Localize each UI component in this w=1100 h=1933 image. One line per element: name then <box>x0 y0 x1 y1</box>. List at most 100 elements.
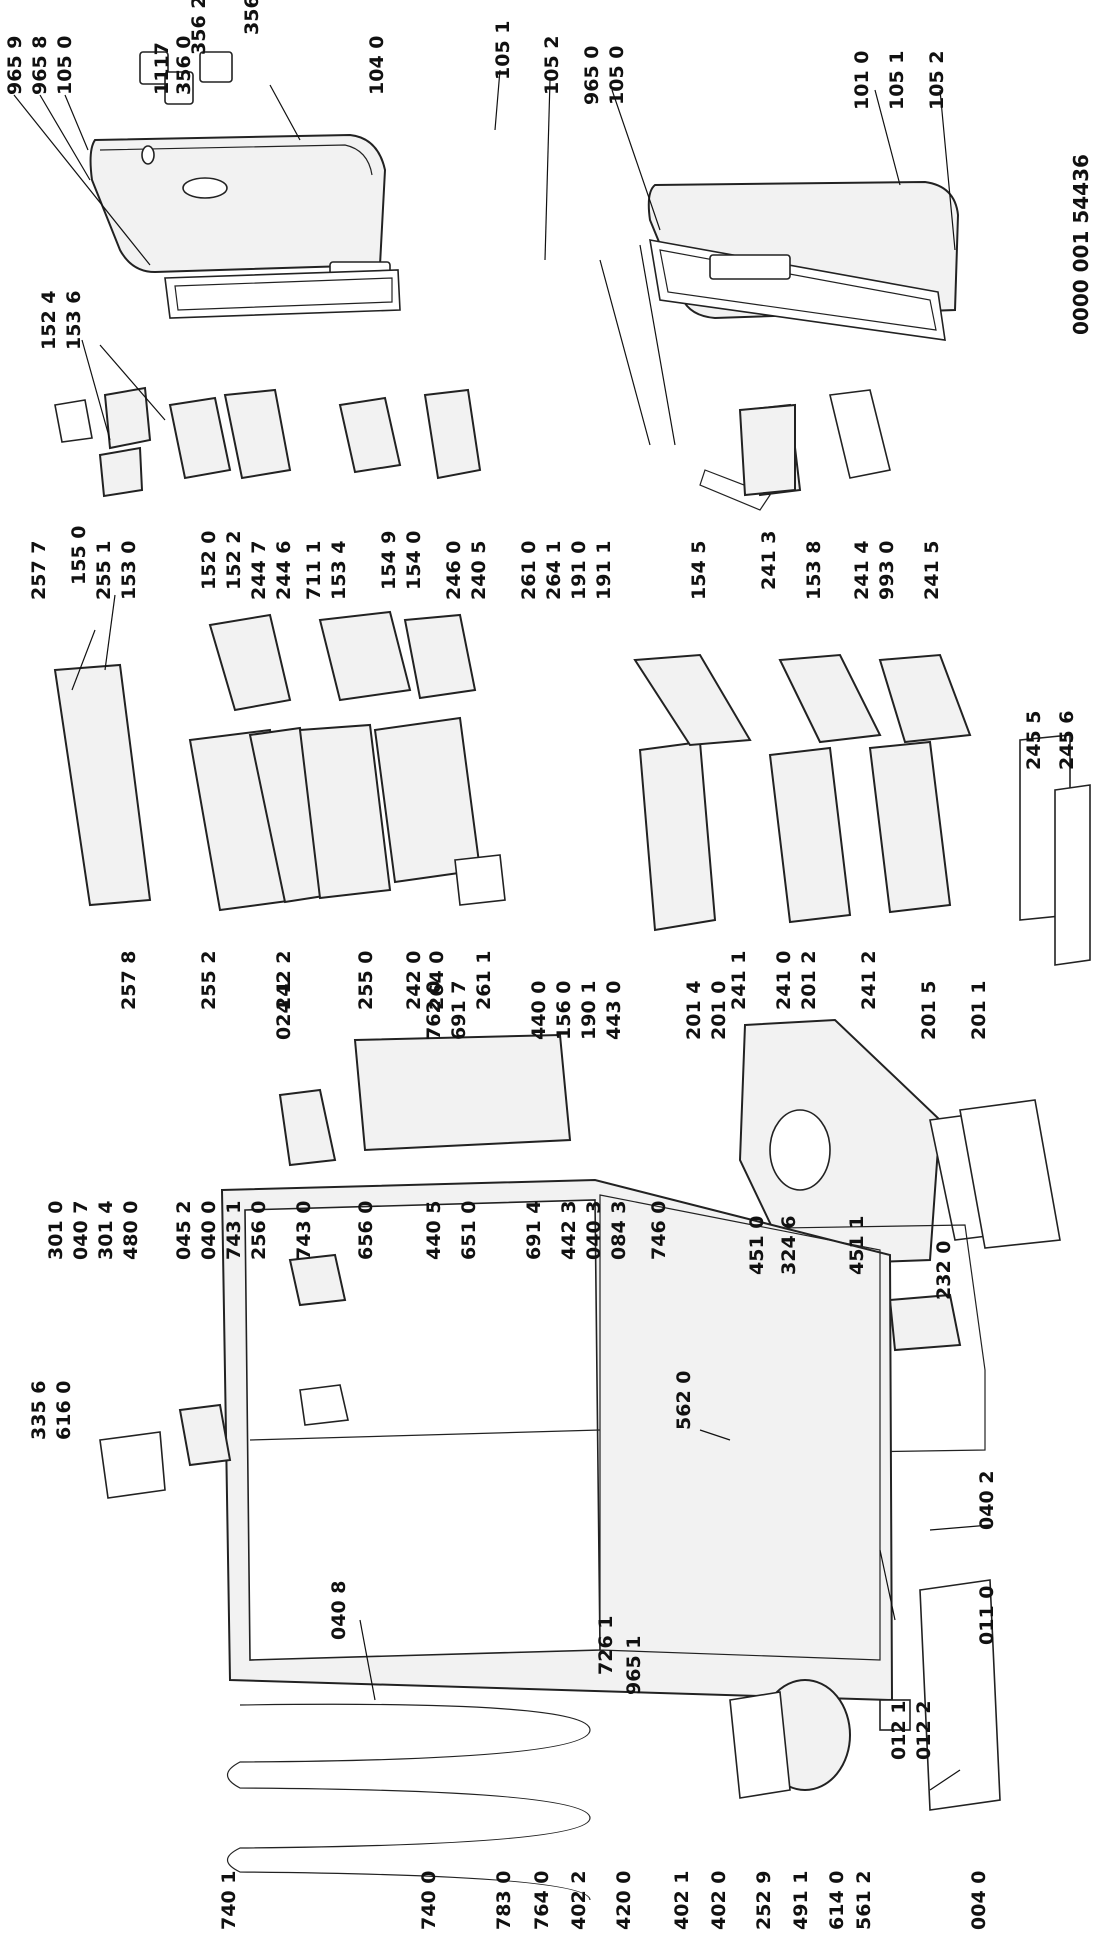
part-label-153-0: 153 0 <box>118 541 140 601</box>
part-label-402-2: 402 2 <box>568 1871 590 1931</box>
part-label-152-4: 152 4 <box>38 291 60 351</box>
part-label-656-0: 656 0 <box>355 1201 377 1261</box>
part-label-105-1-right: 105 1 <box>886 51 908 111</box>
part-label-105-2-right: 105 2 <box>926 51 948 111</box>
part-label-616-0: 616 0 <box>53 1381 75 1441</box>
part-label-252-9: 252 9 <box>753 1871 775 1931</box>
part-label-155-0: 155 0 <box>68 526 90 586</box>
part-label-105-1-top: 105 1 <box>492 21 514 81</box>
part-label-965-0: 965 0 <box>581 46 603 106</box>
part-label-084-3: 084 3 <box>608 1201 630 1261</box>
part-label-201-0: 201 0 <box>708 981 730 1041</box>
part-label-040-2: 040 2 <box>976 1471 998 1531</box>
part-label-402-0: 402 0 <box>708 1871 730 1931</box>
part-label-153-6: 153 6 <box>63 291 85 351</box>
part-label-011-0: 011 0 <box>976 1586 998 1646</box>
part-label-024-1: 024 1 <box>273 981 295 1041</box>
part-label-965-8: 965 8 <box>29 36 51 96</box>
part-label-040-8: 040 8 <box>328 1581 350 1641</box>
part-label-201-5: 201 5 <box>918 981 940 1041</box>
part-label-154-0: 154 0 <box>403 531 425 591</box>
wire-racks <box>1019 734 1091 966</box>
part-label-743-1: 743 1 <box>223 1201 245 1261</box>
part-label-241-2: 241 2 <box>858 951 880 1011</box>
part-label-012-1: 012 1 <box>888 1701 910 1761</box>
part-label-232-0: 232 0 <box>933 1241 955 1301</box>
crisper-drawers <box>373 403 972 932</box>
part-label-255-2: 255 2 <box>198 951 220 1011</box>
part-label-261-0: 261 0 <box>518 541 540 601</box>
part-label-004-0: 004 0 <box>968 1871 990 1931</box>
part-label-440-5: 440 5 <box>423 1201 445 1261</box>
part-label-301-4: 301 4 <box>95 1201 117 1261</box>
part-label-201-4: 201 4 <box>683 981 705 1041</box>
part-label-1117: 1117 <box>151 42 173 95</box>
document-number: 0000 001 54436 <box>1069 154 1093 335</box>
part-label-245-5: 245 5 <box>1023 711 1045 771</box>
part-label-241-3: 241 3 <box>758 531 780 591</box>
part-label-711-1: 711 1 <box>303 541 325 601</box>
part-label-335-6: 335 6 <box>28 1381 50 1441</box>
part-label-993-0: 993 0 <box>876 541 898 601</box>
part-label-261-1: 261 1 <box>473 951 495 1011</box>
part-label-104-0: 104 0 <box>366 36 388 96</box>
part-label-402-1: 402 1 <box>671 1871 693 1931</box>
part-label-241-5: 241 5 <box>921 541 943 601</box>
part-label-244-7: 244 7 <box>248 541 270 601</box>
part-label-045-2: 045 2 <box>173 1201 195 1261</box>
freezer-door <box>89 51 401 319</box>
part-label-240-5: 240 5 <box>468 541 490 601</box>
part-label-451-1: 451 1 <box>846 1216 868 1276</box>
part-label-257-8: 257 8 <box>118 951 140 1011</box>
part-label-242-0: 242 0 <box>403 951 425 1011</box>
condenser-coil <box>226 1703 591 1901</box>
part-label-255-1: 255 1 <box>93 541 115 601</box>
part-label-242-2: 242 2 <box>273 951 295 1011</box>
part-label-264-0: 264 0 <box>426 951 448 1011</box>
part-label-440-0: 440 0 <box>528 981 550 1041</box>
part-label-040-7: 040 7 <box>70 1201 92 1261</box>
part-label-420-0: 420 0 <box>613 1871 635 1931</box>
part-label-324-6: 324 6 <box>778 1216 800 1276</box>
air-duct-assembly <box>738 1018 1061 1267</box>
part-label-740-1: 740 1 <box>218 1871 240 1931</box>
part-label-746-0: 746 0 <box>648 1201 670 1261</box>
part-label-783-0: 783 0 <box>493 1871 515 1931</box>
part-label-191-1: 191 1 <box>593 541 615 601</box>
part-label-301-0: 301 0 <box>45 1201 67 1261</box>
part-label-241-4: 241 4 <box>851 541 873 601</box>
compressor <box>729 1579 1001 1811</box>
part-label-154-9: 154 9 <box>378 531 400 591</box>
cabinet-controls <box>99 1033 572 1499</box>
part-label-241-0: 241 0 <box>773 951 795 1011</box>
part-label-451-0: 451 0 <box>746 1216 768 1276</box>
part-label-764-0: 764 0 <box>531 1871 553 1931</box>
part-label-153-4: 153 4 <box>328 541 350 601</box>
part-label-257-7: 257 7 <box>28 541 50 601</box>
glass-shelves <box>53 610 477 912</box>
part-label-614-0: 614 0 <box>826 1871 848 1931</box>
part-label-691-4: 691 4 <box>523 1201 545 1261</box>
part-label-762-0: 762 0 <box>423 981 445 1041</box>
part-label-743-0: 743 0 <box>293 1201 315 1261</box>
part-label-443-0: 443 0 <box>603 981 625 1041</box>
part-label-012-2: 012 2 <box>913 1701 935 1761</box>
part-label-356-2: 356 2 <box>188 0 210 55</box>
part-label-356-0: 356 0 <box>173 36 195 96</box>
part-label-480-0: 480 0 <box>120 1201 142 1261</box>
part-label-245-6: 245 6 <box>1056 711 1078 771</box>
part-label-040-3: 040 3 <box>583 1201 605 1261</box>
part-label-154-5: 154 5 <box>688 541 710 601</box>
part-label-153-8: 153 8 <box>803 541 825 601</box>
part-label-156-0: 156 0 <box>553 981 575 1041</box>
part-label-191-0: 191 0 <box>568 541 590 601</box>
part-label-190-1: 190 1 <box>578 981 600 1041</box>
part-label-442-3: 442 3 <box>558 1201 580 1261</box>
part-label-562-0: 562 0 <box>673 1371 695 1431</box>
part-label-201-1: 201 1 <box>968 981 990 1041</box>
part-label-356-1: 356 1 <box>241 0 263 35</box>
part-label-201-2: 201 2 <box>798 951 820 1011</box>
part-label-651-0: 651 0 <box>458 1201 480 1261</box>
part-label-965-9: 965 9 <box>4 36 26 96</box>
